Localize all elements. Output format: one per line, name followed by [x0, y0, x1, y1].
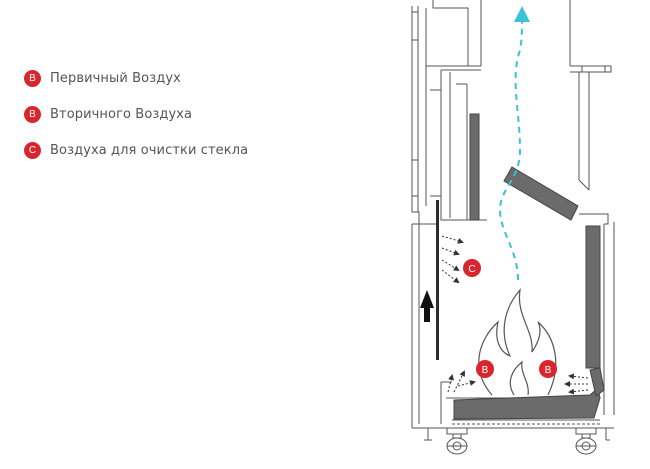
primary-air-arrows-left: [447, 370, 476, 393]
housing-right: [578, 72, 615, 415]
marker-primary-left: B: [476, 360, 494, 378]
legend-badge: B: [24, 69, 41, 87]
marker-glass-air: C: [463, 259, 481, 277]
legend-badge: B: [24, 105, 41, 123]
marker-label: C: [468, 264, 475, 275]
glass-air-arrows: [441, 235, 464, 284]
legend: B Первичный Воздух B Вторичного Воздуха …: [24, 68, 248, 176]
legend-item-primary-air: B Первичный Воздух: [24, 68, 248, 88]
legend-badge: C: [24, 141, 41, 159]
chimney: [425, 0, 612, 73]
glass-panel: [436, 200, 439, 360]
feet: [424, 427, 610, 455]
marker-label: B: [545, 365, 552, 376]
flue-gas-path: [498, 6, 530, 281]
primary-air-arrows-right: [564, 373, 589, 395]
marker-primary-right: B: [539, 360, 557, 378]
deflector-plate: [503, 166, 579, 221]
legend-label: Вторичного Воздуха: [50, 106, 193, 122]
legend-item-glass-air: C Воздуха для очистки стекла: [24, 140, 248, 160]
firebricks: [453, 113, 605, 420]
flame: [478, 288, 557, 396]
legend-label: Первичный Воздух: [50, 70, 181, 86]
legend-item-secondary-air: B Вторичного Воздуха: [24, 104, 248, 124]
legend-label: Воздуха для очистки стекла: [50, 142, 249, 158]
housing-left: [411, 6, 487, 224]
marker-label: B: [482, 365, 489, 376]
up-arrow-icon: [420, 290, 434, 322]
